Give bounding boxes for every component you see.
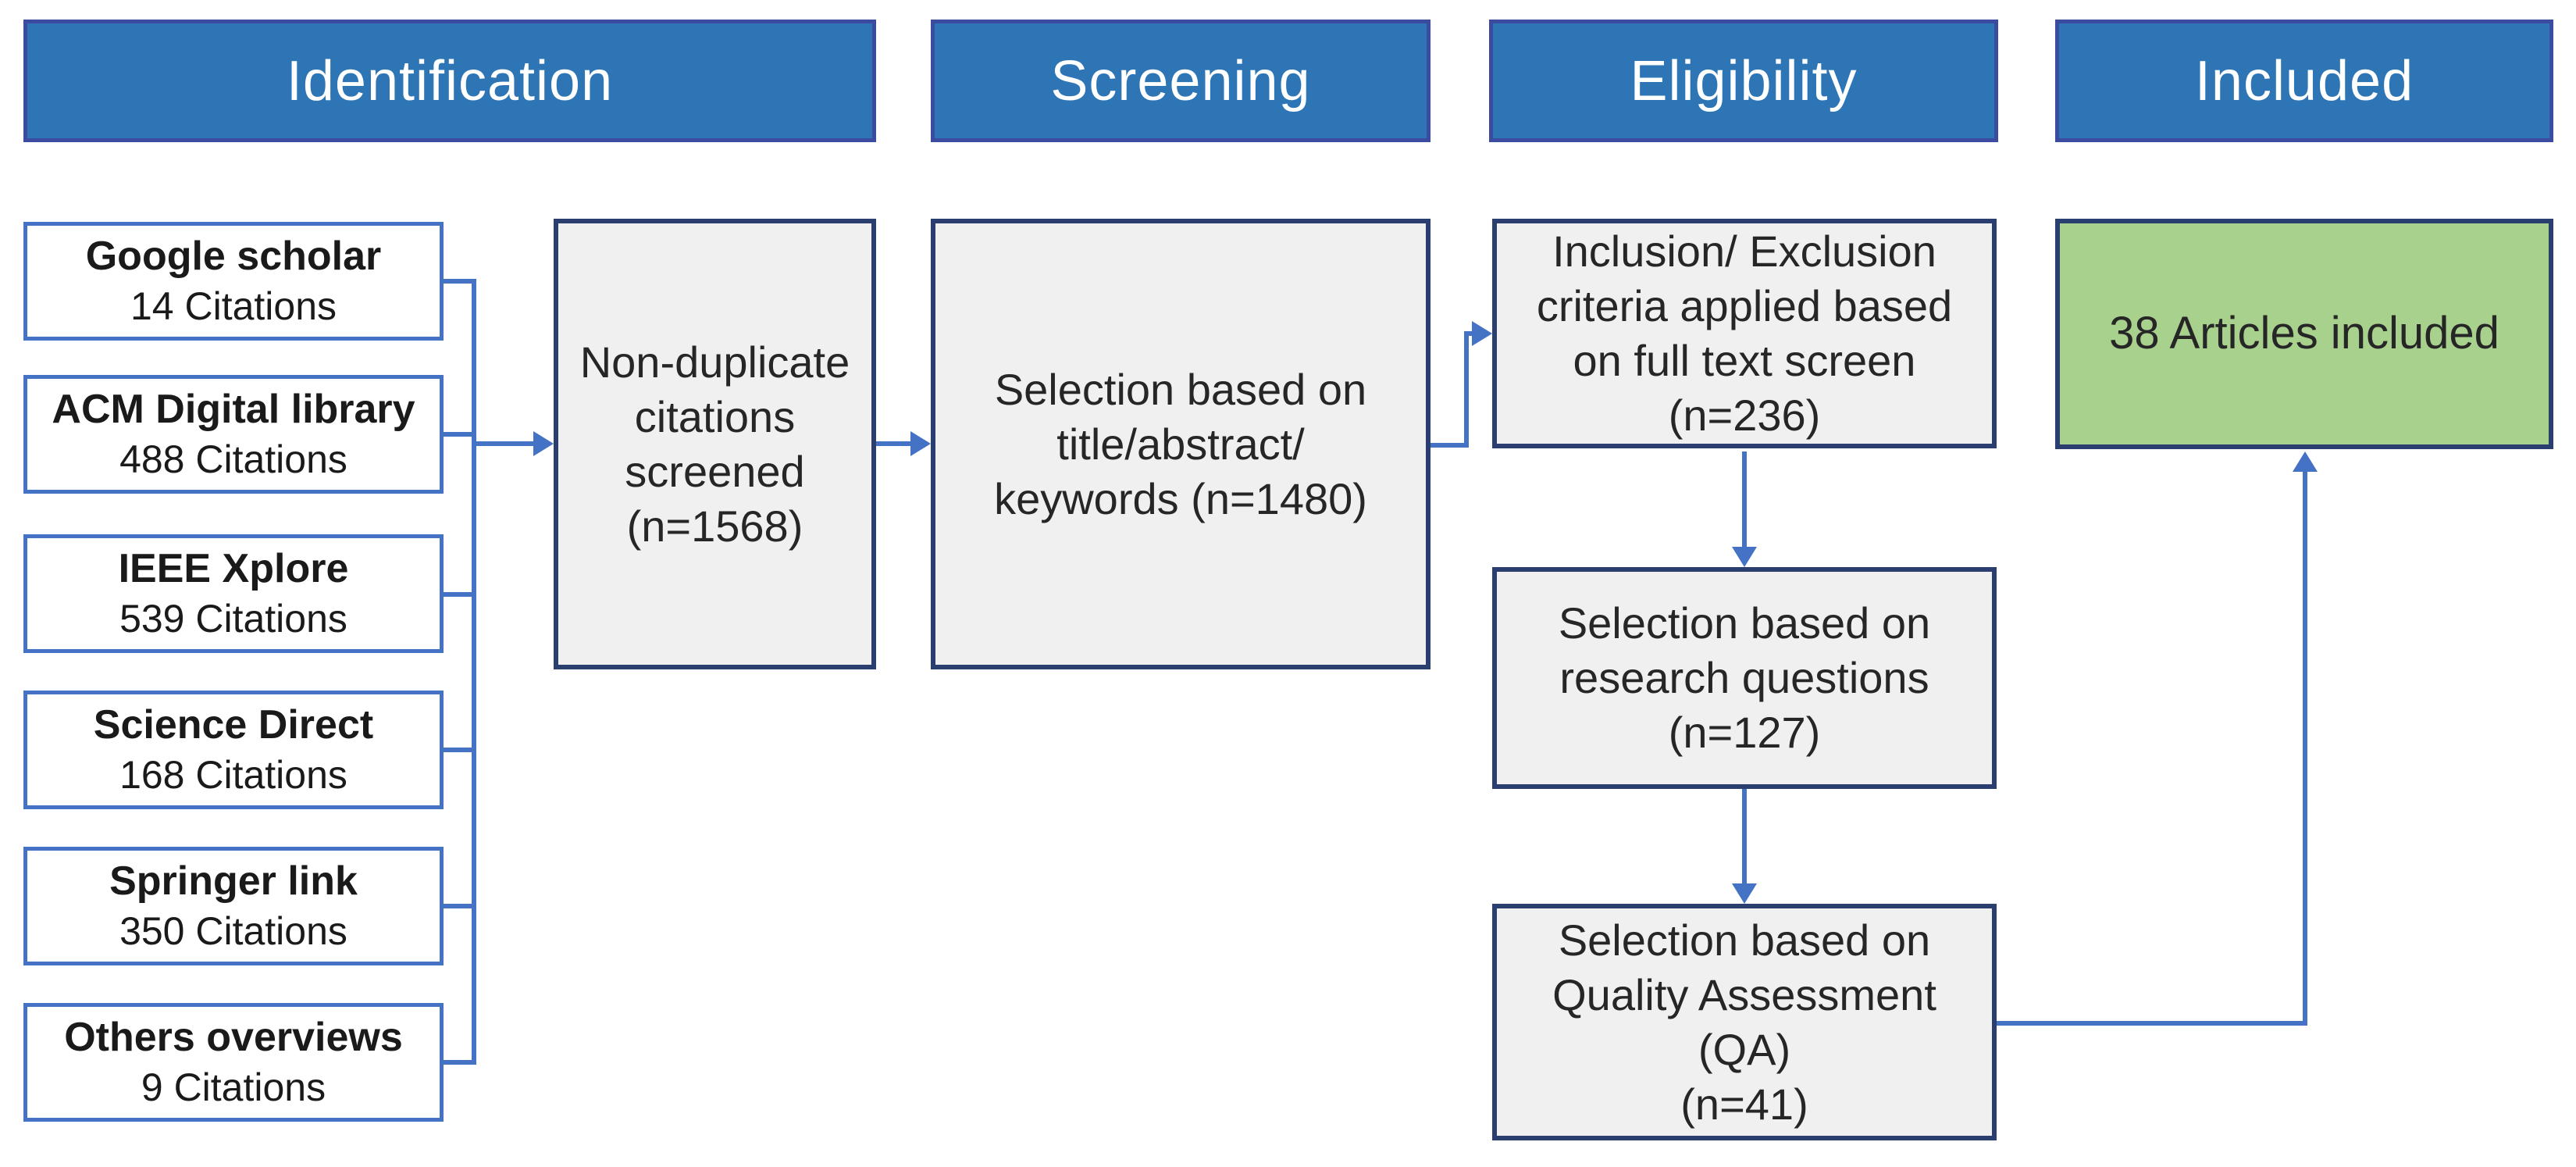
phase-header-identification: Identification [23, 20, 876, 142]
phase-header-label: Screening [1050, 49, 1311, 112]
phase-header-screening: Screening [931, 20, 1431, 142]
source-citations: 14 Citations [130, 284, 337, 329]
arrowhead-into-inclusion [1472, 321, 1492, 346]
source-citations: 488 Citations [119, 437, 347, 482]
source-name: Springer link [109, 858, 358, 905]
source-citations: 168 Citations [119, 753, 347, 798]
source-citations: 9 Citations [141, 1065, 326, 1110]
source-name: IEEE Xplore [118, 546, 349, 592]
stage-box-title-abstract-selection: Selection based on title/abstract/ keywo… [931, 219, 1431, 669]
source-name: ACM Digital library [52, 387, 415, 433]
stage-box-research-questions: Selection based on research questions (n… [1492, 567, 1997, 789]
source-box-science-direct: Science Direct 168 Citations [23, 691, 444, 809]
phase-header-included: Included [2055, 20, 2553, 142]
source-box-acm-digital-library: ACM Digital library 488 Citations [23, 375, 444, 494]
phase-header-label: Identification [286, 49, 614, 112]
phase-header-label: Eligibility [1630, 49, 1858, 112]
stage-box-articles-included: 38 Articles included [2055, 219, 2553, 449]
stage-box-quality-assessment: Selection based on Quality Assessment (Q… [1492, 904, 1997, 1140]
source-box-others-overviews: Others overviews 9 Citations [23, 1003, 444, 1122]
arrowhead-into-included [2293, 451, 2318, 472]
phase-header-label: Included [2194, 49, 2414, 112]
source-citations: 350 Citations [119, 909, 347, 954]
source-citations: 539 Citations [119, 597, 347, 641]
connector-qa-to-included [1997, 470, 2307, 1026]
source-box-google-scholar: Google scholar 14 Citations [23, 222, 444, 341]
phase-header-eligibility: Eligibility [1489, 20, 1998, 142]
stage-box-non-duplicate-citations: Non-duplicate citations screened (n=1568… [554, 219, 876, 669]
source-name: Science Direct [93, 702, 374, 748]
source-box-springer-link: Springer link 350 Citations [23, 847, 444, 965]
arrowhead-into-screening [910, 431, 931, 456]
stage-box-inclusion-exclusion: Inclusion/ Exclusion criteria applied ba… [1492, 219, 1997, 448]
source-name: Google scholar [85, 234, 382, 280]
connector-screening-to-inclusion [1431, 331, 1473, 448]
source-name: Others overviews [64, 1015, 403, 1061]
arrowhead-into-nonduplicate [533, 431, 554, 456]
arrowhead-into-research [1732, 547, 1757, 567]
source-box-ieee-xplore: IEEE Xplore 539 Citations [23, 534, 444, 653]
arrowhead-into-qa [1732, 883, 1757, 904]
